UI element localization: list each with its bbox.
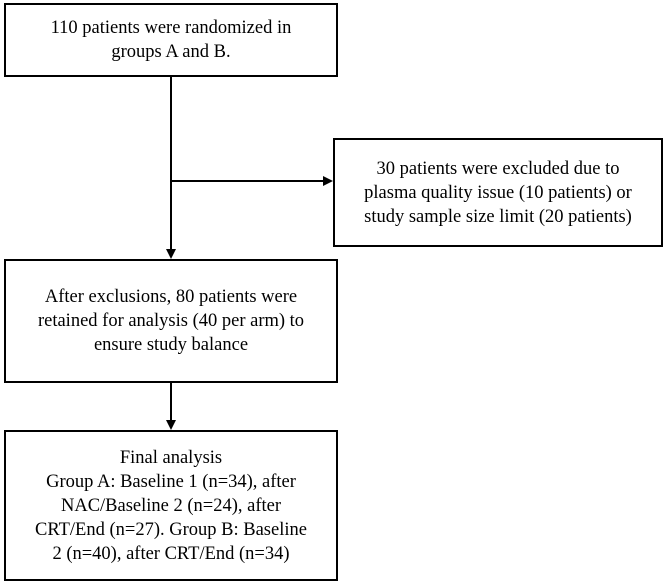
excluded-line-3: study sample size limit (20 patients) bbox=[364, 206, 632, 227]
retained-line-2: retained for analysis (40 per arm) to bbox=[37, 311, 305, 331]
final-line-4: CRT/End (n=27). Group B: Baseline bbox=[35, 519, 307, 540]
final-line-5: 2 (n=40), after CRT/End (n=34) bbox=[52, 543, 290, 564]
randomized-box: 110 patients were randomized in groups A… bbox=[4, 3, 338, 77]
randomized-line-1: 110 patients were randomized in bbox=[50, 18, 292, 38]
retained-line-1: After exclusions, 80 patients were bbox=[44, 287, 298, 307]
excluded-box: 30 patients were excluded due to plasma … bbox=[333, 138, 663, 247]
final-line-1: Final analysis bbox=[119, 447, 223, 468]
excluded-line-1: 30 patients were excluded due to bbox=[376, 158, 620, 179]
retained-box: After exclusions, 80 patients were retai… bbox=[4, 259, 338, 383]
retained-line-3: ensure study balance bbox=[93, 335, 249, 355]
randomized-line-2: groups A and B. bbox=[111, 42, 231, 62]
final-line-2: Group A: Baseline 1 (n=34), after bbox=[46, 471, 296, 492]
excluded-line-2: plasma quality issue (10 patients) or bbox=[364, 182, 632, 203]
final-analysis-box: Final analysis Group A: Baseline 1 (n=34… bbox=[4, 430, 338, 581]
final-line-3: NAC/Baseline 2 (n=24), after bbox=[60, 495, 282, 516]
